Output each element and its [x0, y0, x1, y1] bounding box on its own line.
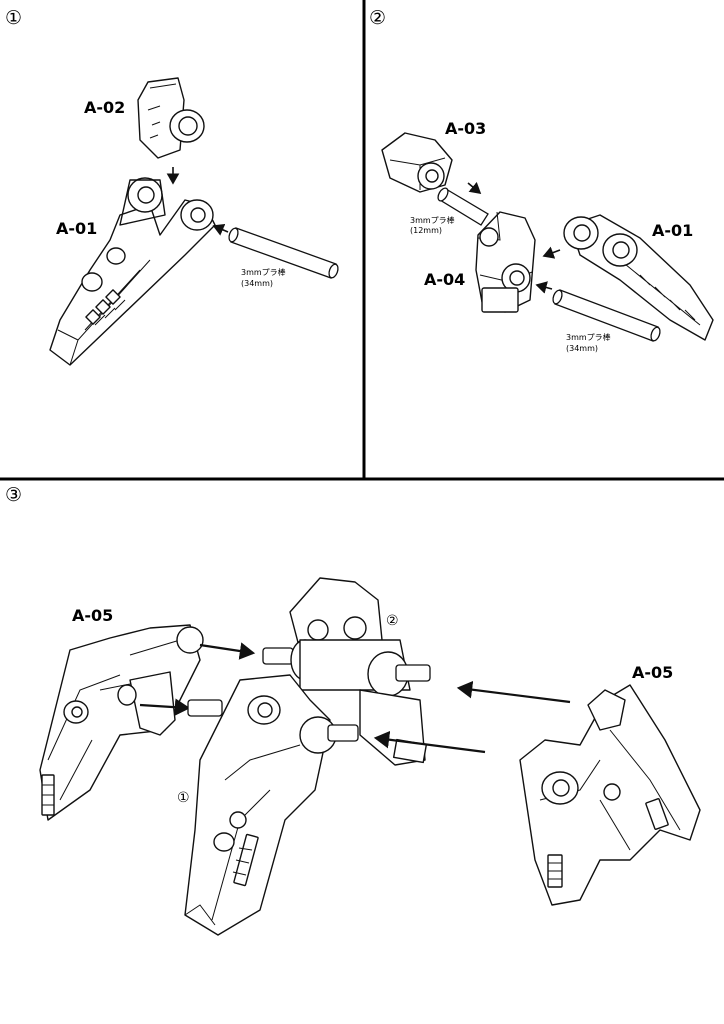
part-a05-right-drawing — [519, 684, 701, 906]
step3-arrow-left-upper — [199, 642, 256, 660]
part-a02-drawing — [137, 77, 205, 159]
step2-rod-long-line2: (34mm) — [566, 344, 598, 353]
step1-rod — [228, 227, 339, 279]
step3-label-a05-right: A-05 — [632, 663, 673, 682]
center-assembly-step2 — [262, 577, 431, 766]
part-a04-drawing — [475, 211, 536, 313]
step1-number: ① — [5, 7, 22, 29]
step1-rod-note-line1: 3mmプラ棒 — [241, 267, 286, 277]
step1-arrow-rod — [212, 223, 229, 236]
part-a05-left-drawing — [39, 624, 204, 821]
step3-number: ③ — [5, 484, 22, 506]
step1-rod-note-line2: (34mm) — [241, 279, 273, 288]
step2-rod-long-line1: 3mmプラ棒 — [566, 332, 611, 342]
step3-label-a05-left: A-05 — [72, 606, 113, 625]
step1-label-a02: A-02 — [84, 98, 125, 117]
step2-rod-short-line2: (12mm) — [410, 226, 442, 235]
step2-rod-short-line1: 3mmプラ棒 — [410, 215, 455, 225]
step2-number: ② — [369, 7, 386, 29]
step2-rod-long — [552, 289, 661, 342]
step3-panel: ③ A-05 ② — [5, 484, 701, 936]
step3-ref-step2: ② — [386, 613, 399, 629]
step2-arrow-long-rod — [535, 281, 553, 294]
part-a03-drawing — [381, 132, 453, 193]
center-assembly-step1 — [184, 674, 359, 936]
step2-panel: ② A-03 3mmプラ棒 (12mm) A-04 — [369, 7, 714, 353]
part-a01-drawing — [49, 177, 216, 366]
step3-arrow-left-lower — [139, 698, 191, 716]
part-a01-right-drawing — [563, 214, 714, 341]
step2-rod-short — [437, 187, 489, 226]
step1-panel: ① A-02 A-01 — [5, 7, 339, 366]
step2-arrow-leg — [542, 246, 561, 259]
step3-ref-step1: ① — [177, 790, 190, 806]
step2-label-a03: A-03 — [445, 119, 486, 138]
step2-label-a04: A-04 — [424, 270, 465, 289]
step3-arrow-right-upper — [456, 680, 571, 704]
step1-label-a01: A-01 — [56, 219, 97, 238]
step2-arrow-short-rod — [467, 181, 482, 195]
step3-arrow-right-lower — [373, 730, 486, 754]
step2-label-a01: A-01 — [652, 221, 693, 240]
